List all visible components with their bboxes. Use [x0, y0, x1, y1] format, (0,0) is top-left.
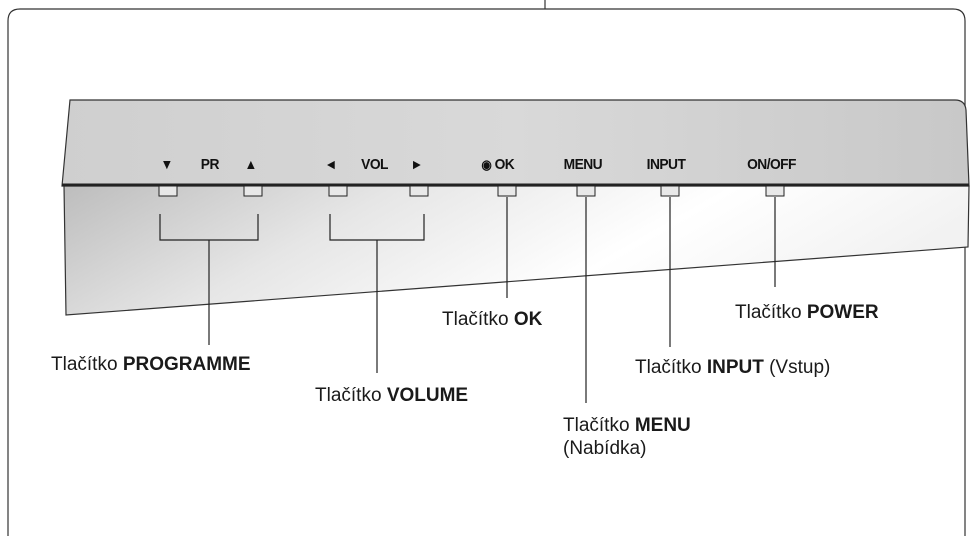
callout-power: Tlačítko POWER: [735, 302, 879, 323]
menu-button[interactable]: [576, 185, 596, 197]
ok-label: ◉ OK: [481, 156, 515, 173]
pr-down-button[interactable]: [158, 185, 178, 197]
ok-radio-icon: ◉: [481, 157, 492, 172]
callout-programme: Tlačítko PROGRAMME: [51, 354, 251, 375]
input-button[interactable]: [660, 185, 680, 197]
callout-input: Tlačítko INPUT (Vstup): [635, 357, 831, 378]
volume-leader-line: [329, 214, 425, 373]
panel-top-face: [61, 99, 970, 187]
callout-volume: Tlačítko VOLUME: [315, 385, 469, 406]
pr-up-button[interactable]: [243, 185, 263, 197]
page-frame: [7, 8, 966, 536]
vol-down-button[interactable]: [328, 185, 348, 197]
ok-button[interactable]: [497, 185, 517, 197]
pr-label: PR: [200, 156, 220, 173]
pr-up-arrow-icon: ▲: [244, 156, 258, 172]
programme-leader-line: [159, 214, 259, 345]
power-button[interactable]: [765, 185, 785, 197]
onoff-label: ON/OFF: [747, 156, 796, 173]
vol-left-arrow-icon: ◄: [324, 156, 338, 172]
callout-menu: Tlačítko MENU (Nabídka): [563, 415, 691, 459]
vol-right-arrow-icon: ►: [410, 156, 424, 172]
callout-input-note: (Vstup): [769, 357, 831, 378]
vol-up-button[interactable]: [409, 185, 429, 197]
pr-down-arrow-icon: ▼: [160, 156, 174, 172]
input-label: INPUT: [646, 156, 686, 173]
vol-label: VOL: [361, 156, 388, 173]
menu-label: MENU: [563, 156, 603, 173]
callout-ok: Tlačítko OK: [442, 309, 543, 330]
panel-front-face: [63, 185, 970, 316]
callout-menu-note: (Nabídka): [563, 438, 647, 459]
